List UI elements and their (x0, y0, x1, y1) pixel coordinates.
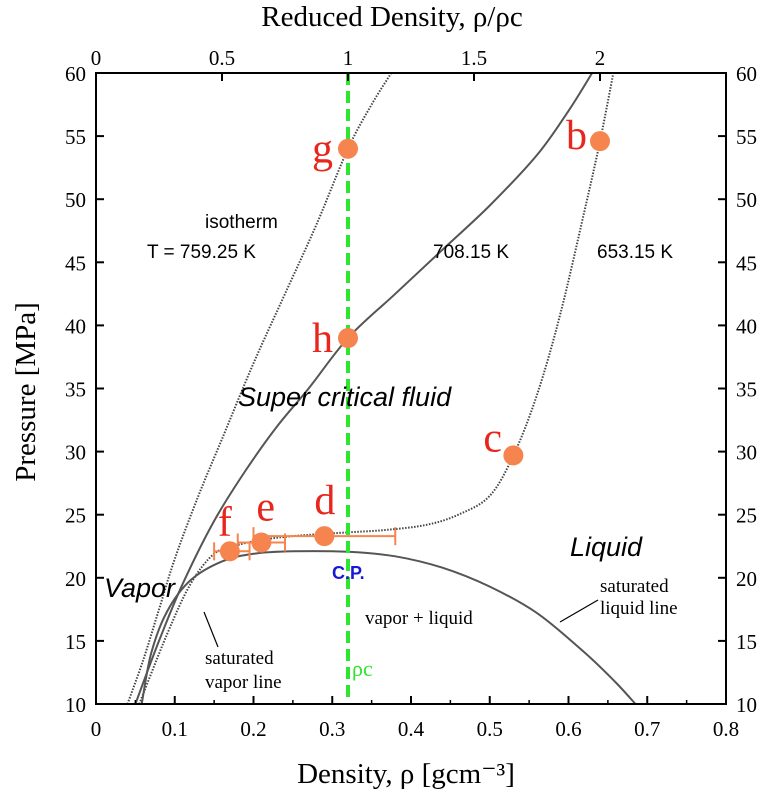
y-tick-label-right: 50 (736, 188, 757, 212)
saturated-liquid-label-line2: liquid line (600, 598, 678, 619)
y-tick-label-right: 45 (736, 251, 757, 275)
y-tick-label-right: 40 (736, 314, 757, 338)
y-tick-label-right: 20 (736, 567, 757, 591)
saturated-vapor-label-line2: vapor line (205, 672, 282, 693)
y-tick-label: 40 (65, 314, 86, 338)
saturated-vapor-pointer (203, 611, 219, 648)
y-tick-label: 15 (65, 630, 86, 654)
y-tick-label: 45 (65, 251, 86, 275)
isotherm-653-label: 653.15 K (597, 242, 673, 263)
y-tick-label-right: 60 (736, 62, 757, 86)
point-label-f: f (218, 499, 232, 545)
point-label-g: g (312, 127, 333, 173)
saturated-liquid-label-line1: saturated (600, 576, 669, 597)
critical-point-label: C.P. (332, 563, 365, 583)
saturated-vapor-label-line1: saturated (205, 648, 274, 669)
critical-density-label: ρc (352, 656, 373, 681)
liquid-region-label: Liquid (570, 532, 643, 562)
y-tick-label: 60 (65, 62, 86, 86)
y-tick-label: 25 (65, 504, 86, 528)
isotherm-759-label: T = 759.25 K (147, 242, 256, 263)
x-axis-title: Density, ρ [gcm⁻³] (297, 758, 515, 790)
y-tick-label: 55 (65, 125, 86, 149)
x-tick-label: 0.4 (398, 717, 425, 741)
y-tick-label-right: 55 (736, 125, 757, 149)
data-point-c (503, 445, 524, 466)
y-tick-label-right: 35 (736, 378, 757, 402)
top-axis-title: Reduced Density, ρ/ρc (261, 1, 522, 33)
y-tick-label: 20 (65, 567, 86, 591)
point-label-h: h (312, 316, 333, 362)
saturated-liquid-pointer (559, 599, 599, 623)
point-label-b: b (566, 113, 587, 159)
y-tick-label: 10 (65, 693, 86, 717)
data-point-f (219, 541, 240, 562)
data-point-b (590, 131, 610, 152)
supercritical-region-label: Super critical fluid (238, 382, 452, 412)
top-tick-label: 1 (343, 46, 354, 70)
data-point-h (338, 328, 358, 349)
y-tick-label: 35 (65, 378, 86, 402)
vapor-region-label: Vapor (104, 573, 176, 603)
y-tick-label: 30 (65, 441, 86, 465)
data-point-e (251, 532, 272, 553)
y-axis-title: Pressure [MPa] (10, 302, 42, 482)
two-phase-region-label: vapor + liquid (365, 608, 473, 629)
y-tick-label: 50 (65, 188, 86, 212)
y-tick-label-right: 10 (736, 693, 757, 717)
x-tick-label: 0.5 (477, 717, 503, 741)
data-point-d (314, 526, 335, 547)
point-label-d: d (314, 478, 335, 524)
top-tick-label: 0.5 (209, 46, 235, 70)
isotherm-708-label: 708.15 K (433, 242, 509, 263)
x-tick-label: 0.1 (162, 717, 188, 741)
x-tick-label: 0 (91, 717, 102, 741)
y-tick-label-right: 25 (736, 504, 757, 528)
x-tick-label: 0.2 (240, 717, 266, 741)
point-label-e: e (256, 484, 275, 530)
x-tick-label: 0.8 (713, 717, 739, 741)
series-line-1 (134, 73, 593, 704)
y-tick-label-right: 30 (736, 441, 757, 465)
point-label-c: c (483, 415, 502, 461)
x-tick-label: 0.6 (555, 717, 581, 741)
isotherm-label: isotherm (205, 212, 278, 233)
data-points: b c def g h (218, 113, 610, 562)
x-tick-label: 0.3 (319, 717, 345, 741)
top-tick-label: 2 (595, 46, 606, 70)
data-point-g (338, 138, 358, 159)
top-tick-label: 1.5 (461, 46, 487, 70)
x-tick-label: 0.7 (634, 717, 660, 741)
y-tick-label-right: 15 (736, 630, 757, 654)
top-tick-label: 0 (91, 46, 102, 70)
